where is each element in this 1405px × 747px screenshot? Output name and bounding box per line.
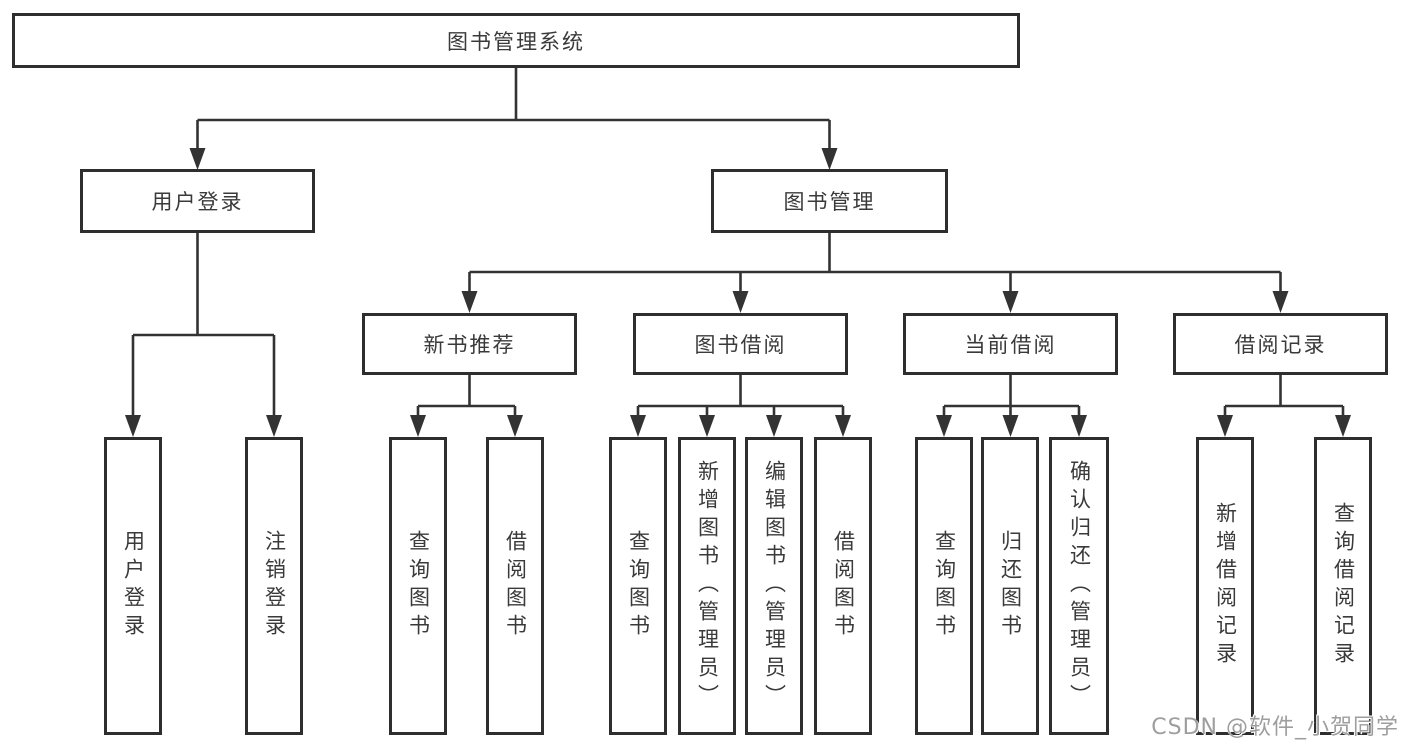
- leaf-edit-books-admin: 编辑图书（管理员）: [745, 437, 803, 735]
- leaf-label: 编辑图书（管理员）: [762, 460, 787, 712]
- leaf-borrow-books-recommend: 借阅图书: [486, 437, 544, 735]
- leaf-query-books-current: 查询图书: [915, 437, 973, 735]
- leaf-label: 借阅图书: [503, 530, 528, 642]
- node-book-borrowing: 图书借阅: [633, 313, 848, 375]
- node-label: 图书管理: [783, 190, 876, 214]
- node-label: 图书借阅: [694, 333, 787, 357]
- node-label: 当前借阅: [964, 333, 1057, 357]
- leaf-label: 确认归还（管理员）: [1067, 460, 1092, 712]
- node-book-management: 图书管理: [711, 169, 948, 233]
- leaf-logout-action: 注销登录: [245, 437, 303, 735]
- node-label: 图书管理系统: [447, 29, 585, 54]
- leaf-label: 新增借阅记录: [1213, 502, 1238, 670]
- leaf-user-login-action: 用户登录: [104, 437, 162, 735]
- node-label: 新书推荐: [423, 333, 516, 357]
- leaf-label: 查询借阅记录: [1331, 502, 1356, 670]
- leaf-label: 注销登录: [262, 530, 287, 642]
- node-current-borrowing: 当前借阅: [903, 313, 1118, 375]
- leaf-add-books-admin: 新增图书（管理员）: [678, 437, 736, 735]
- leaf-add-borrow-record: 新增借阅记录: [1196, 437, 1254, 735]
- node-label: 用户登录: [151, 190, 244, 214]
- csdn-watermark: CSDN @软件_小贺同学: [1151, 715, 1399, 740]
- leaf-label: 查询图书: [932, 530, 957, 642]
- leaf-label: 用户登录: [121, 530, 146, 642]
- leaf-label: 查询图书: [406, 530, 431, 642]
- leaf-query-books-recommend: 查询图书: [389, 437, 447, 735]
- node-label: 借阅记录: [1234, 333, 1327, 357]
- leaf-query-books-borrowing: 查询图书: [609, 437, 667, 735]
- node-borrow-records: 借阅记录: [1173, 313, 1388, 375]
- leaf-label: 新增图书（管理员）: [695, 460, 720, 712]
- leaf-label: 借阅图书: [831, 530, 856, 642]
- leaf-query-borrow-record: 查询借阅记录: [1314, 437, 1372, 735]
- leaf-label: 归还图书: [998, 530, 1023, 642]
- leaf-return-books: 归还图书: [981, 437, 1039, 735]
- node-library-management-system: 图书管理系统: [12, 13, 1020, 68]
- node-user-login: 用户登录: [80, 169, 315, 233]
- leaf-confirm-return-admin: 确认归还（管理员）: [1049, 437, 1109, 735]
- leaf-borrow-books: 借阅图书: [814, 437, 872, 735]
- node-new-book-recommend: 新书推荐: [362, 313, 577, 375]
- leaf-label: 查询图书: [626, 530, 651, 642]
